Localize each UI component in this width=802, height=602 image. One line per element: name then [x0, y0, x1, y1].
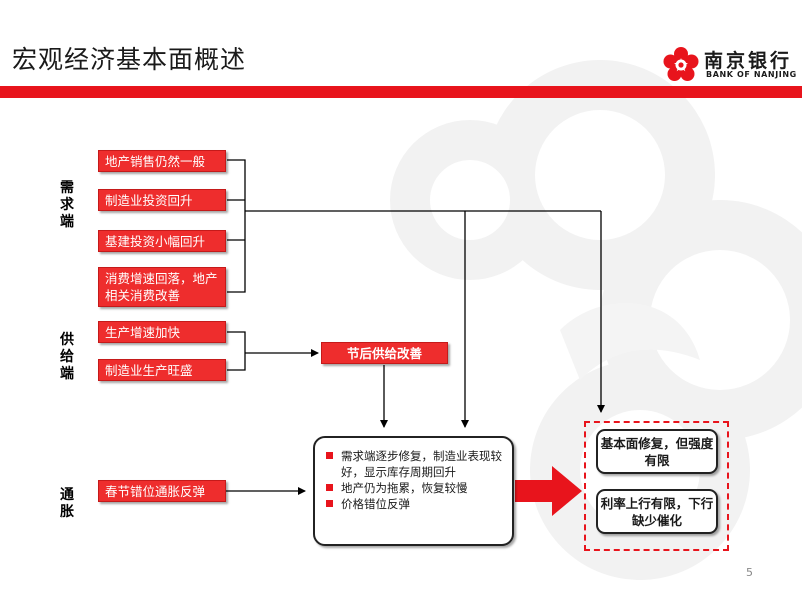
supply-result: 节后供给改善: [321, 342, 448, 364]
side-label-supply: 供 给 端: [57, 332, 77, 383]
title-rule: [0, 86, 802, 98]
bank-logo: 南京银行 BANK OF NANJING: [662, 44, 802, 84]
side-label-char: 求: [60, 197, 74, 213]
page-number: 5: [746, 566, 753, 579]
summary-point: 地产仍为拖累，恢复较慢: [325, 480, 504, 496]
summary-point: 价格错位反弹: [325, 496, 504, 512]
side-label-char: 端: [60, 366, 74, 382]
page-title: 宏观经济基本面概述: [12, 45, 247, 74]
side-label-char: 给: [60, 349, 74, 365]
side-label-inflation: 通 胀: [57, 487, 77, 521]
logo-name-en: BANK OF NANJING: [706, 70, 797, 79]
inflation-item: 春节错位通胀反弹: [98, 480, 226, 502]
conclusion-rates: 利率上行有限，下行缺少催化: [596, 489, 718, 534]
side-label-char: 端: [60, 214, 74, 230]
demand-item: 地产销售仍然一般: [98, 150, 226, 172]
supply-item: 制造业生产旺盛: [98, 359, 226, 381]
result-arrow-icon: [515, 466, 582, 516]
logo-name-cn: 南京银行: [704, 50, 793, 72]
supply-item: 生产增速加快: [98, 321, 226, 343]
summary-point: 需求端逐步修复，制造业表现较好，显示库存周期回升: [325, 448, 504, 480]
demand-item: 制造业投资回升: [98, 189, 226, 211]
conclusion-panel: 基本面修复，但强度有限 利率上行有限，下行缺少催化: [584, 421, 729, 551]
flower-logo-icon: [663, 47, 699, 81]
demand-item: 基建投资小幅回升: [98, 230, 226, 252]
side-label-char: 供: [60, 332, 74, 348]
side-label-char: 胀: [60, 504, 74, 520]
demand-item: 消费增速回落，地产相关消费改善: [98, 267, 226, 307]
side-label-demand: 需 求 端: [57, 180, 77, 231]
side-label-char: 通: [60, 487, 74, 503]
side-label-char: 需: [60, 180, 74, 196]
summary-panel: 需求端逐步修复，制造业表现较好，显示库存周期回升 地产仍为拖累，恢复较慢 价格错…: [313, 436, 514, 546]
conclusion-fundamentals: 基本面修复，但强度有限: [596, 429, 718, 474]
